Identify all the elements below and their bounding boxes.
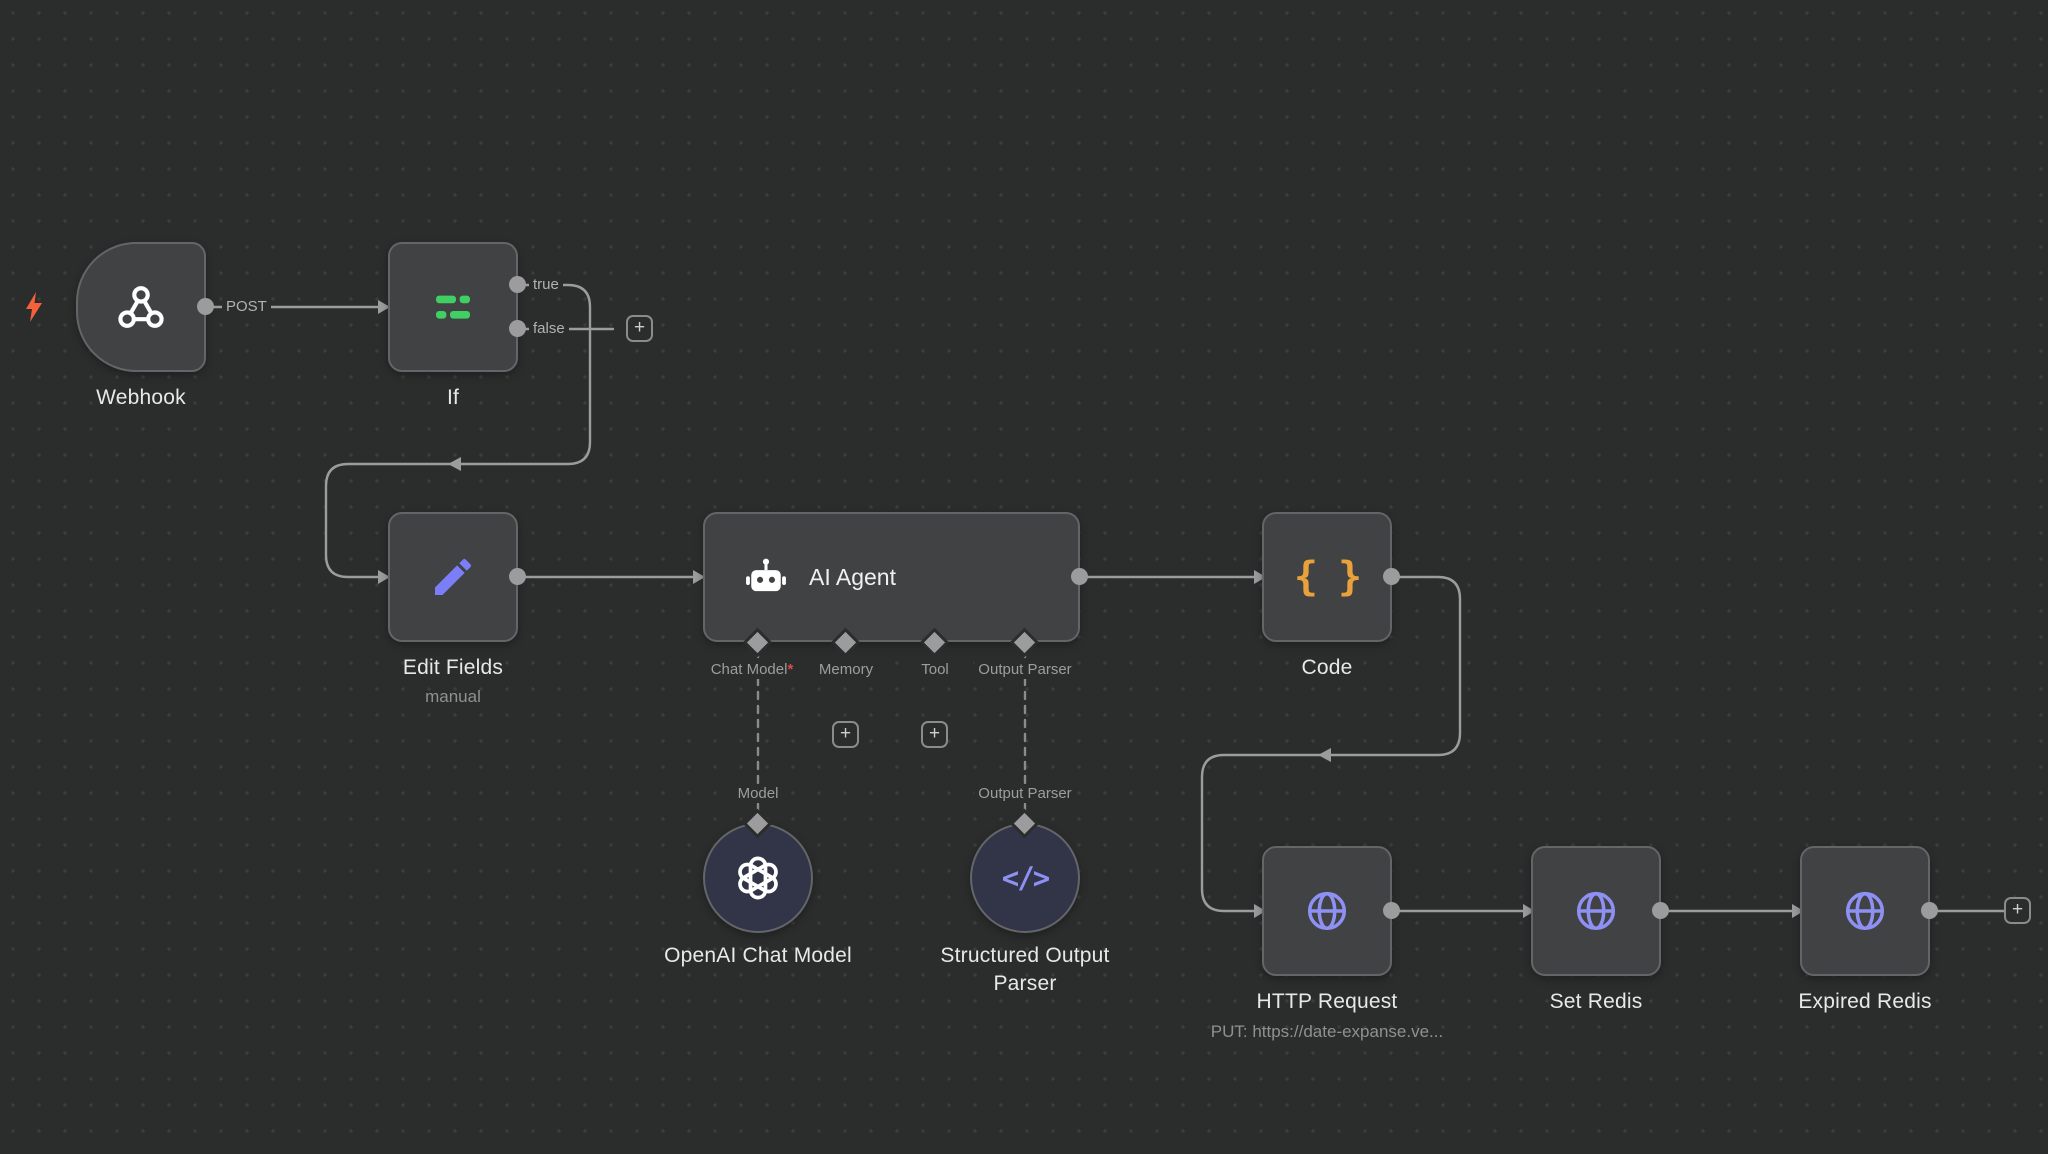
if-false-output-port[interactable] [509,320,526,337]
node-webhook[interactable] [76,242,206,372]
code-braces-icon: { } [1293,554,1362,600]
code-label: Code [1301,656,1353,679]
parser-output-port-label: Output Parser [974,784,1076,803]
add-memory-button[interactable]: + [832,721,859,748]
parser-label-line2: Parser [993,972,1057,995]
http-request-sublabel: PUT: https://date-expanse.ve... [1210,1022,1444,1041]
expired-redis-output-port[interactable] [1921,902,1938,919]
node-edit-fields[interactable] [388,512,518,642]
webhook-output-port[interactable] [197,298,214,315]
if-true-output-port[interactable] [509,276,526,293]
node-set-redis[interactable] [1531,846,1661,976]
set-redis-output-port[interactable] [1652,902,1669,919]
node-code[interactable]: { } [1262,512,1392,642]
pencil-icon [429,553,477,601]
globe-icon [1302,886,1352,936]
edit-fields-output-port[interactable] [509,568,526,585]
add-node-after-if-false-button[interactable]: + [626,315,653,342]
node-ai-agent[interactable]: AI Agent [703,512,1080,642]
agent-tool-port-label: Tool [917,660,953,679]
node-expired-redis[interactable] [1800,846,1930,976]
webhook-icon [115,281,167,333]
webhook-label: Webhook [96,386,186,409]
ai-agent-output-port[interactable] [1071,568,1088,585]
openai-model-port-label: Model [733,784,783,803]
openai-logo-icon [730,850,786,906]
edit-fields-sublabel: manual [425,687,481,706]
filter-signpost-icon [429,283,477,331]
parser-label-line1: Structured Output [940,944,1110,967]
node-openai-chat-model[interactable] [703,823,813,933]
openai-label: OpenAI Chat Model [664,944,852,967]
node-if[interactable] [388,242,518,372]
set-redis-label: Set Redis [1549,990,1643,1013]
robot-icon [743,554,789,600]
if-label: If [446,386,460,409]
code-output-port[interactable] [1383,568,1400,585]
if-true-label: true [529,275,563,294]
edit-fields-label: Edit Fields [402,656,504,679]
ai-agent-title: AI Agent [809,563,896,590]
agent-chat-model-port-label: Chat Model* [706,660,798,679]
globe-icon [1840,886,1890,936]
if-false-label: false [529,319,569,338]
add-node-after-expired-redis-button[interactable]: + [2004,897,2031,924]
node-structured-output-parser[interactable]: </> [970,823,1080,933]
add-tool-button[interactable]: + [921,721,948,748]
chat-model-required-asterisk: * [787,661,794,678]
webhook-output-label: POST [222,297,271,316]
node-http-request[interactable] [1262,846,1392,976]
code-tag-icon: </> [1001,861,1050,895]
expired-redis-label: Expired Redis [1798,990,1932,1013]
lightning-icon [22,291,46,328]
agent-memory-port-label: Memory [814,660,878,679]
agent-output-parser-port-label: Output Parser [974,660,1076,679]
globe-icon [1571,886,1621,936]
http-request-label: HTTP Request [1256,990,1398,1013]
http-request-output-port[interactable] [1383,902,1400,919]
chat-model-port-text: Chat Model [710,661,788,678]
